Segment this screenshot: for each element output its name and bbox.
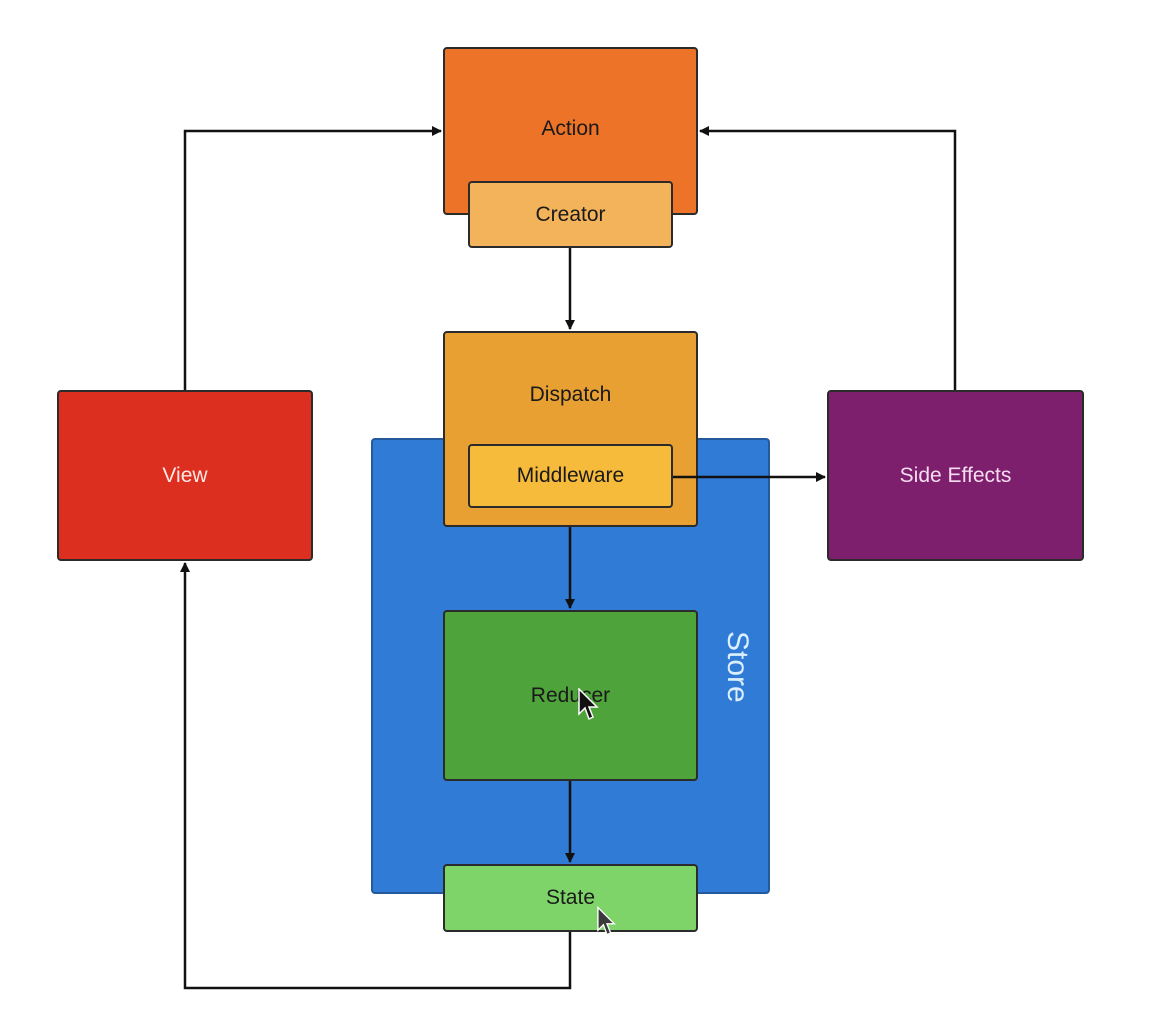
reducer-node: Reducer [443,610,698,781]
view-node: View [57,390,313,561]
state-node: State [443,864,698,932]
creator-node: Creator [468,181,673,248]
edge-side-effects-to-action [699,126,957,390]
reducer-label: Reducer [530,683,611,707]
middleware-node: Middleware [468,444,673,508]
dispatch-label: Dispatch [529,383,612,406]
side-effects-label: Side Effects [899,463,1012,487]
view-label: View [162,463,208,487]
action-label: Action [541,117,600,140]
state-label: State [545,886,596,909]
side-effects-node: Side Effects [827,390,1084,561]
store-label: Store [721,631,754,703]
creator-label: Creator [535,202,606,226]
middleware-label: Middleware [516,464,625,487]
edge-view-to-action [183,126,442,390]
